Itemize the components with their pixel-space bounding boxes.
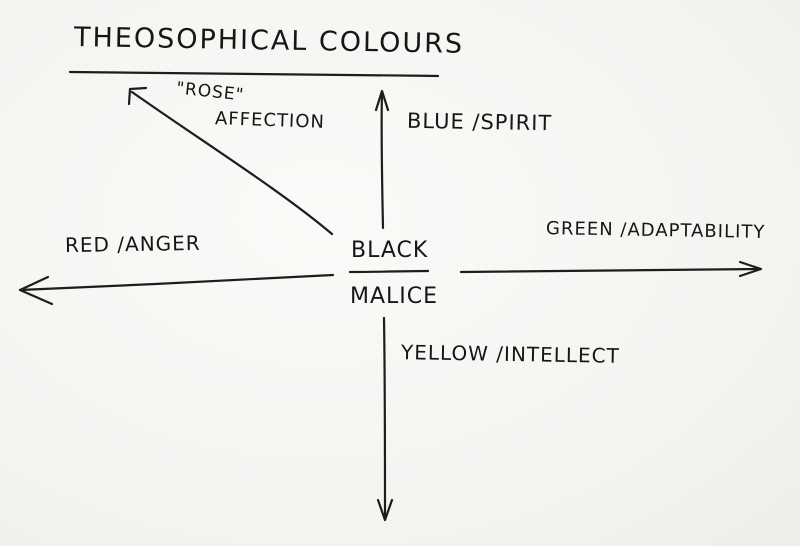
label-blue-spirit: BLUE /SPIRIT — [406, 108, 553, 136]
label-red-anger: RED /ANGER — [64, 230, 201, 258]
title-underline — [68, 70, 440, 78]
arrow-up-left-line — [130, 90, 334, 236]
arrow-left-head — [18, 275, 54, 306]
label-yellow-intellect: YELLOW /INTELLECT — [400, 340, 621, 368]
arrow-left-line — [18, 273, 335, 292]
label-rose-affection: AFFECTION — [214, 108, 326, 133]
diagram-title: THEOSOPHICAL COLOURS — [73, 22, 465, 60]
center-divider — [348, 269, 430, 274]
arrow-down-head — [376, 498, 394, 522]
arrow-right-line — [459, 267, 762, 274]
arrow-up-left-head — [127, 86, 148, 106]
arrow-down-line — [382, 316, 387, 520]
arrow-up-line — [380, 90, 385, 230]
center-label-black: BLACK — [351, 238, 429, 263]
arrow-up-head — [374, 89, 390, 112]
center-label-malice: MALICE — [350, 284, 439, 309]
arrow-right-head — [738, 260, 763, 278]
label-green-adaptability: GREEN /ADAPTABILITY — [545, 218, 766, 243]
